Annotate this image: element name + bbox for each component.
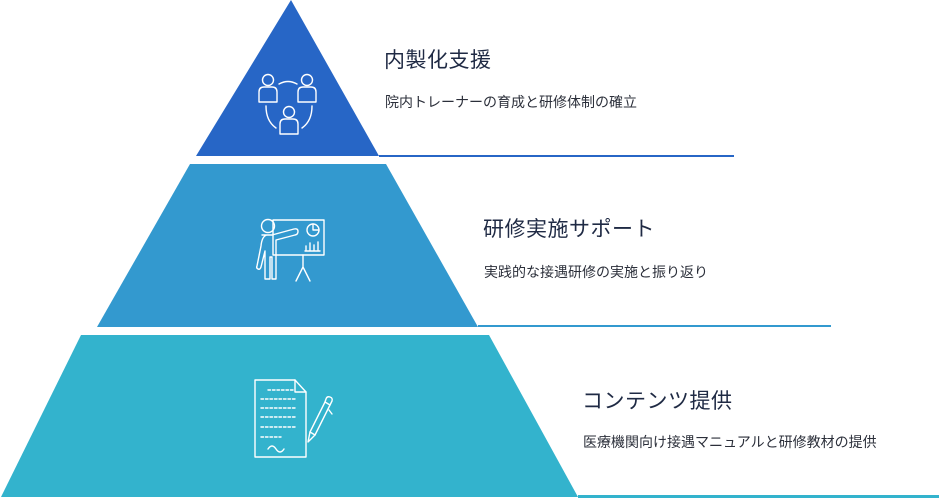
- tier-3-title: コンテンツ提供: [582, 389, 733, 413]
- tier-3-underline: [578, 495, 939, 498]
- tier-2-title: 研修実施サポート: [483, 217, 655, 241]
- tier-3-description: 医療機関向け接遇マニュアルと研修教材の提供: [583, 435, 877, 451]
- team-network-icon: [258, 73, 317, 135]
- tier-2-underline: [478, 325, 831, 327]
- tier-1-title: 内製化支援: [384, 48, 492, 72]
- presenter-whiteboard-icon: [255, 218, 325, 282]
- tier-1-underline: [379, 155, 734, 157]
- tier-2-shape: [97, 164, 478, 327]
- tier-1-description: 院内トレーナーの育成と研修体制の確立: [385, 95, 637, 111]
- tier-2-description: 実践的な接遇研修の実施と振り返り: [484, 265, 708, 281]
- tier-3-shape: [1, 335, 578, 497]
- tier-1-shape: [196, 0, 379, 156]
- document-pen-icon: [254, 379, 333, 458]
